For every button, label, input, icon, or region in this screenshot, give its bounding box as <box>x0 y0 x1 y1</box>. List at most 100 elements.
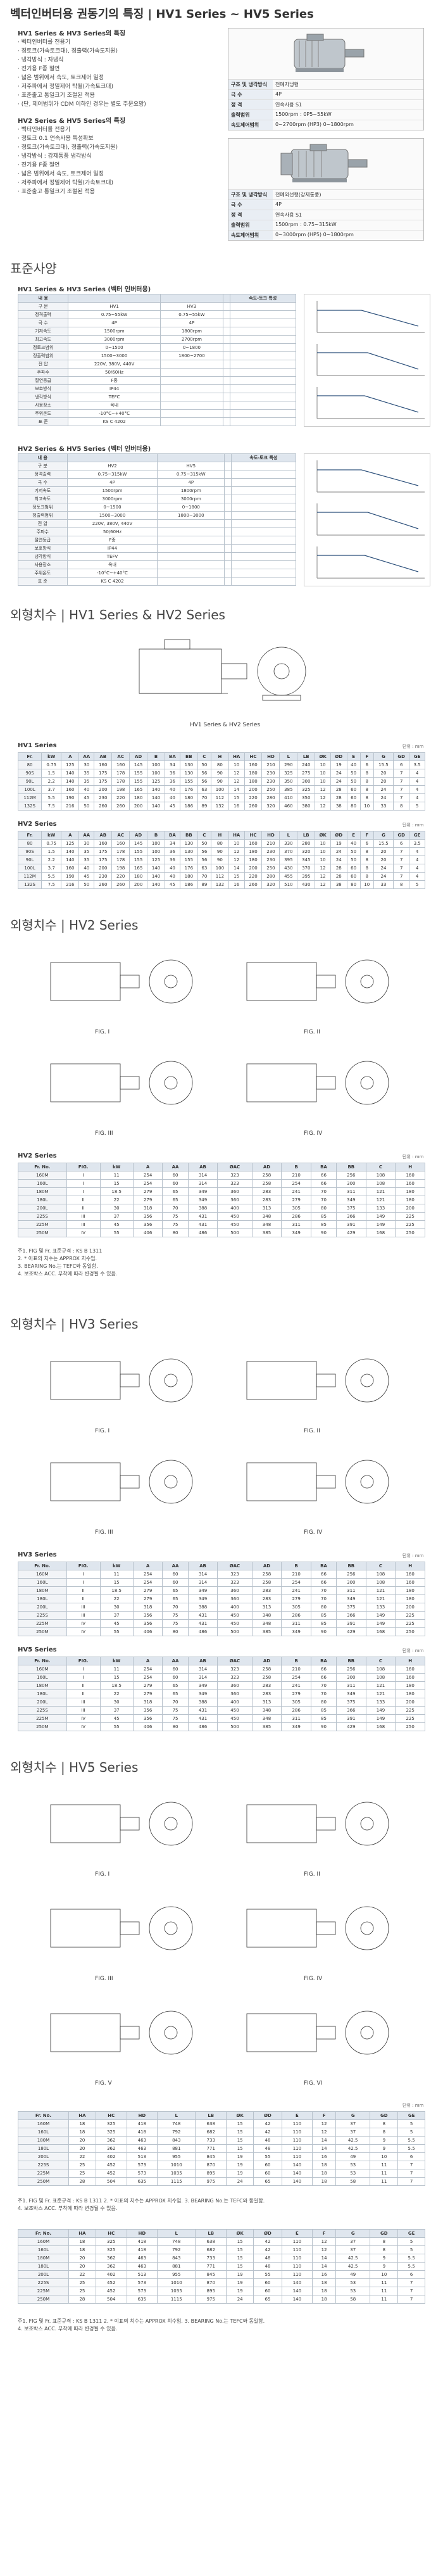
table-cell: 주위온도 <box>18 569 68 578</box>
table-cell: 25 <box>68 2161 96 2169</box>
table-header-cell: GE <box>397 2111 425 2120</box>
table-cell: 452 <box>95 2169 127 2178</box>
table-cell: 37 <box>335 2237 371 2246</box>
table-cell: 279 <box>281 1196 311 1204</box>
feature-item: 벡터인버터를 전용기 <box>18 38 220 47</box>
table-cell: 11 <box>99 1171 134 1180</box>
table-cell: 360 <box>217 1594 253 1603</box>
table-cell: 168 <box>365 1722 396 1731</box>
fig-label: FIG. IV <box>304 1130 323 1137</box>
table-cell: 160L <box>18 1179 67 1188</box>
table-cell: 100L <box>17 785 42 794</box>
table-header-cell: 속도-토크 특성 <box>229 294 297 303</box>
table-cell: 12 <box>312 2119 336 2128</box>
table-header-cell: ØK <box>226 2111 254 2120</box>
table-header-cell: LB <box>297 752 316 761</box>
table-cell <box>229 302 297 311</box>
table-cell: 180 <box>244 769 263 778</box>
table-cell: 260 <box>111 880 130 889</box>
table-cell: 955 <box>157 2152 196 2161</box>
table-cell: 418 <box>126 2245 158 2254</box>
table-cell <box>229 327 297 336</box>
table-header-cell: AB <box>187 1163 218 1171</box>
table-cell: 140 <box>61 847 80 856</box>
unit-label: 단위 : mm <box>402 1648 424 1653</box>
table-cell: 385 <box>251 1228 282 1237</box>
table-cell: 16 <box>228 802 245 811</box>
table-cell: 70 <box>162 1603 189 1612</box>
table-cell: 283 <box>251 1196 282 1204</box>
table-cell: 53 <box>335 2169 371 2178</box>
table-cell: 70 <box>162 1698 189 1707</box>
table-header-cell: BA <box>310 1562 337 1570</box>
table-cell: 10 <box>315 847 332 856</box>
table-cell: 635 <box>126 2295 158 2304</box>
table-cell: 33 <box>373 802 394 811</box>
table-header-cell: GD <box>393 752 410 761</box>
table-header-cell: F <box>312 2229 336 2238</box>
table-cell: 6 <box>393 839 410 848</box>
table-cell: 70 <box>310 1187 337 1196</box>
table-cell: 870 <box>195 2161 227 2169</box>
table-cell: 225S <box>18 1706 67 1715</box>
table-cell: IP44 <box>66 544 158 553</box>
table-cell <box>229 401 297 410</box>
table-cell: 22 <box>99 1594 134 1603</box>
table-cell <box>229 343 297 352</box>
table-cell: 180 <box>395 1187 425 1196</box>
table-cell: 349 <box>335 1196 366 1204</box>
table-cell <box>157 569 225 578</box>
table-cell: I <box>66 1673 101 1682</box>
table-cell: 165 <box>129 785 148 794</box>
table-cell: 133 <box>365 1698 396 1707</box>
table-cell: 7 <box>393 872 410 881</box>
table-cell: 8 <box>370 2237 399 2246</box>
table-cell: 11 <box>370 2177 399 2186</box>
table-cell: 40 <box>164 864 180 873</box>
table-cell: 395 <box>279 856 298 864</box>
table-cell: 500 <box>217 1722 253 1731</box>
table-header-cell: ØAC <box>217 1562 253 1570</box>
table-cell: 313 <box>251 1603 282 1612</box>
table-cell: 90 <box>210 856 229 864</box>
table-cell: 366 <box>335 1611 366 1620</box>
table-cell: 406 <box>132 1228 163 1237</box>
table-cell: 210 <box>261 839 280 848</box>
table-cell: 180 <box>244 777 263 786</box>
table-cell: 56 <box>197 769 211 778</box>
table-cell: 18 <box>312 2287 336 2295</box>
table-cell: 1500rpm <box>68 327 161 336</box>
table-cell: 11 <box>370 2278 399 2287</box>
table-cell: 140 <box>61 769 80 778</box>
table-cell: 18 <box>312 2169 336 2178</box>
table-cell: 305 <box>281 1698 311 1707</box>
table-cell: I <box>66 1570 101 1579</box>
table-cell: 360 <box>217 1187 253 1196</box>
table-cell: 275 <box>297 769 316 778</box>
fig-drawing-2 <box>240 944 399 1028</box>
table-cell: 140 <box>61 777 80 786</box>
feature-item: 넓은 범위에서 속도, 토크제어 일정 <box>18 73 220 82</box>
table-cell: 258 <box>251 1578 282 1587</box>
note-line: 주1. FIG 및 Fr. 표준규격 : KS B 1311 <box>18 1248 103 1254</box>
table-cell: 388 <box>187 1603 218 1612</box>
table-cell: 12 <box>312 2128 336 2137</box>
table-cell: 260 <box>244 880 263 889</box>
table-cell: 290 <box>279 761 298 769</box>
table-cell: III <box>66 1220 101 1229</box>
table-cell: 375 <box>335 1603 366 1612</box>
table-cell: 216 <box>61 802 80 811</box>
table-cell: 160M <box>18 2119 69 2128</box>
table-cell: 12 <box>315 880 332 889</box>
